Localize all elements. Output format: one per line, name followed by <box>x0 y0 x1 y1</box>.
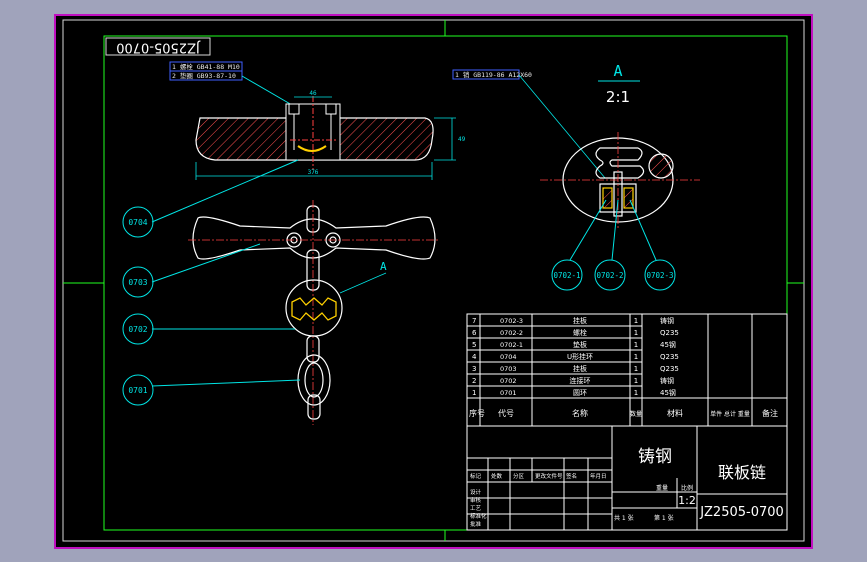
bom-row-name: 圆环 <box>573 389 587 397</box>
note-washer: 2 垫圈 GB93-87-10 <box>172 71 236 80</box>
callout-0704: 0704 <box>128 218 147 227</box>
bom-row-name: 挂板 <box>573 316 587 325</box>
detail-marker: A <box>380 260 387 273</box>
callout-0702-1: 0702-1 <box>553 271 580 280</box>
bom-row-name: U形挂环 <box>567 352 593 361</box>
ring-link <box>297 335 331 420</box>
bom-row-code: 0702-1 <box>500 341 523 349</box>
bom-table <box>466 313 788 427</box>
centering-marks <box>63 20 804 541</box>
bom-row-code: 0701 <box>500 389 517 397</box>
title-part-name: 联板链 <box>718 463 766 482</box>
callout-0703: 0703 <box>128 278 147 287</box>
bom-row-qty: 1 <box>634 389 638 397</box>
bom-header-qty: 数量 <box>630 410 642 418</box>
bom-header-name: 名称 <box>572 408 588 418</box>
bom-row-name: 螺栓 <box>573 328 587 337</box>
bom-row-material: 45钢 <box>660 388 676 397</box>
bom-row-material: Q235 <box>660 329 679 337</box>
bom-row-material: Q235 <box>660 365 679 373</box>
bom-row-no: 5 <box>472 341 476 349</box>
bom-row-no: 1 <box>472 389 476 397</box>
signature-label: 标准化 <box>470 512 487 520</box>
section-letter: A <box>613 62 622 80</box>
bom-row-no: 2 <box>472 377 476 385</box>
bom-row-qty: 1 <box>634 341 638 349</box>
signature-label: 批准 <box>470 520 482 528</box>
yoke-plate-elevation <box>195 96 434 170</box>
callout-0702: 0702 <box>128 325 147 334</box>
bom-row-qty: 1 <box>634 329 638 337</box>
title-drawing-no: JZ2505-0700 <box>699 505 784 520</box>
bom-row-name: 连接环 <box>570 376 591 385</box>
bom-row-code: 0702-3 <box>500 317 523 325</box>
bom-row-code: 0702 <box>500 377 517 385</box>
bom-header-remark: 备注 <box>762 408 778 418</box>
bom-row-code: 0704 <box>500 353 517 361</box>
bom-row-qty: 1 <box>634 377 638 385</box>
dim-overall-length: 376 <box>308 169 319 176</box>
bom-row-qty: 1 <box>634 317 638 325</box>
revision-label: 年月日 <box>590 472 607 480</box>
bom-row-material: 铸钢 <box>660 376 674 385</box>
bom-row-no: 6 <box>472 329 477 337</box>
bom-row-material: Q235 <box>660 353 679 361</box>
title-block <box>466 425 788 531</box>
bom-row-code: 0702-2 <box>500 329 523 337</box>
bom-row-material: 45钢 <box>660 340 676 349</box>
bom-header-code: 代号 <box>498 408 514 418</box>
signature-label: 审核 <box>470 496 482 504</box>
note-bolt: 1 螺栓 GB41-88 M10 <box>172 62 240 71</box>
bom-row-name: 挂板 <box>573 364 587 373</box>
note-pin: 1 销 GB119-86 A12X60 <box>455 70 532 79</box>
right-callouts <box>551 199 676 291</box>
title-weight-label: 重量 <box>656 484 668 492</box>
drawing-canvas <box>54 14 813 549</box>
callout-0702-2: 0702-2 <box>596 271 623 280</box>
bom-row-material: 铸钢 <box>660 316 674 325</box>
revision-label: 处数 <box>491 472 503 480</box>
callout-0701: 0701 <box>128 386 147 395</box>
plan-centerlines <box>188 200 440 425</box>
bom-row-no: 3 <box>472 365 476 373</box>
section-centerlines <box>540 132 700 228</box>
signature-label: 工艺 <box>470 505 482 512</box>
title-scale-label: 比例 <box>681 484 693 492</box>
section-scale: 2:1 <box>606 88 630 106</box>
title-sheet-right: 第 1 张 <box>654 514 674 522</box>
notes-left: 1 螺栓 GB41-88 M10 2 垫圈 GB93-87-10 <box>169 61 293 106</box>
bom-row-code: 0703 <box>500 365 517 373</box>
dim-height: 49 <box>458 136 466 143</box>
revision-label: 签名 <box>566 472 577 480</box>
left-callouts <box>122 159 301 406</box>
revision-label: 标记 <box>470 472 482 480</box>
bom-header-no: 序号 <box>469 408 485 418</box>
bom-row-qty: 1 <box>634 365 638 373</box>
outer-frame <box>62 19 805 542</box>
dim-top-width: 46 <box>309 90 317 97</box>
elevation-dimensions <box>195 96 456 180</box>
revision-label: 更改文件号 <box>535 472 563 480</box>
stamp-code-box: JZ2505-0700 <box>105 37 211 56</box>
bom-row-qty: 1 <box>634 353 638 361</box>
callout-0702-3: 0702-3 <box>646 271 673 280</box>
title-scale: 1:2 <box>678 494 696 507</box>
bom-row-no: 7 <box>472 317 476 325</box>
bom-header-weight: 单件 总计 重量 <box>710 410 750 418</box>
bom-header-material: 材料 <box>667 408 683 418</box>
title-sheet-left: 共 1 张 <box>614 514 634 522</box>
signature-label: 设计 <box>470 488 482 496</box>
stamp-code: JZ2505-0700 <box>116 40 201 55</box>
revision-label: 分区 <box>513 472 525 480</box>
bom-row-no: 4 <box>472 353 477 361</box>
title-material: 铸钢 <box>638 447 672 467</box>
bom-row-name: 垫板 <box>573 340 587 349</box>
revision-labels: 标记 处数 分区 更改文件号签名 年月日 <box>470 472 607 480</box>
